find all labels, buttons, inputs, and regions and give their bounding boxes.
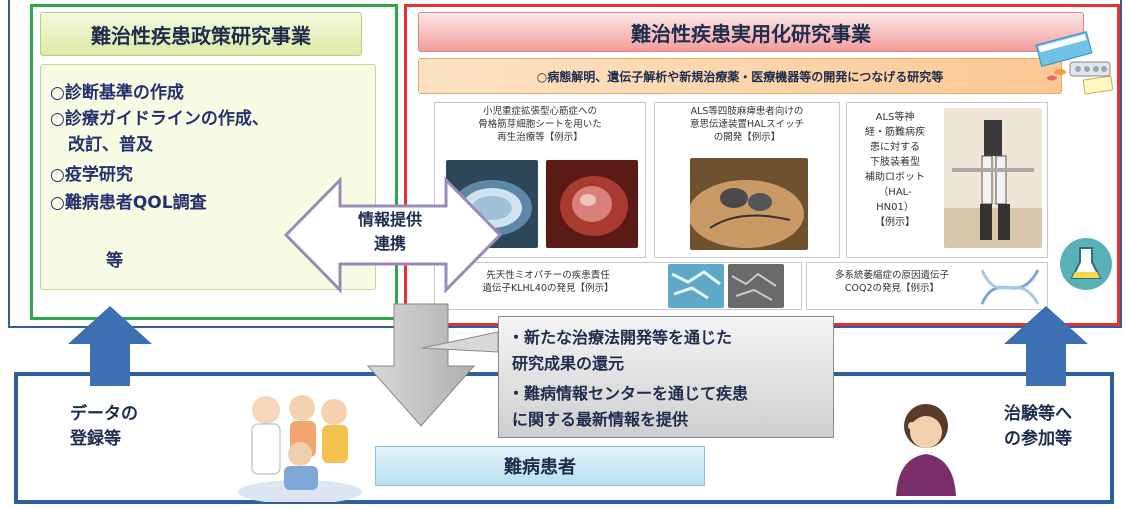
callout-line-2: 研究成果の還元 [512, 354, 625, 373]
example-hal-switch-text: ALS等四肢麻痺患者向けの 意思伝達装置HALスイッチ の開発【例示】 [690, 106, 804, 143]
policy-item-diagnostic-criteria: ○診断基準の作成 [50, 83, 184, 103]
example-coq2-text: 多系統萎縮症の原因遺伝子 COQ2の発見【例示】 [834, 270, 949, 294]
research-return-callout [498, 316, 834, 438]
practical-research-title: 難治性疾患実用化研究事業 [418, 12, 1084, 52]
policy-item-guidelines: ○診療ガイドラインの作成、 [50, 109, 269, 129]
callout-pointer [421, 331, 499, 353]
flask-icon [1060, 238, 1112, 290]
callout-line-1: ・新たな治療法開発等を通じた [508, 328, 733, 347]
patients-label: 難病患者 [375, 446, 705, 486]
muscle-tissue-image-2 [728, 264, 784, 308]
policy-research-title: 難治性疾患政策研究事業 [40, 12, 362, 56]
family-illustration [238, 395, 362, 502]
example-coq2-card [806, 262, 1048, 310]
hal-switch-photo [690, 158, 808, 250]
example-cardiomyopathy-text: 小児重症拡張型心筋症への 骨格筋芽細胞シートを用いた 再生治療等【例示】 [478, 106, 602, 143]
info-sharing-arrow [283, 176, 503, 294]
surgery-photo [546, 160, 638, 248]
robot-suit-photo [944, 108, 1042, 248]
callout-line-3: ・難病情報センターを通じて疾患 [508, 384, 749, 403]
policy-item-etc: 等 [106, 251, 123, 271]
dna-illustration [980, 269, 1040, 305]
medicine-illustration [1035, 31, 1114, 95]
info-sharing-label: 情報提供 連携 [357, 210, 422, 253]
callout-line-4: に関する最新情報を提供 [512, 410, 689, 429]
trial-participation-label: 治験等へ の参加等 [1004, 404, 1072, 449]
policy-item-epidemiology: ○疫学研究 [50, 165, 133, 185]
data-registration-arrow [68, 306, 152, 386]
policy-item-qol-survey: ○難病患者QOL調査 [50, 193, 207, 213]
research-return-arrow [366, 303, 476, 427]
example-robot-text: ALS等神 経・筋難病疾 患に対する 下肢装着型 補助ロボット （HAL- HN… [865, 112, 925, 228]
trial-participation-arrow [1004, 306, 1088, 386]
practical-research-subtitle: ○病態解明、遺伝子解析や新規治療薬・医療機器等の開発につなげる研究等 [418, 58, 1062, 94]
patient-headache-illustration [896, 404, 956, 496]
policy-item-guidelines-cont: 改訂、普及 [68, 135, 153, 155]
muscle-tissue-image-1 [668, 264, 724, 308]
example-klhl40-text: 先天性ミオパチーの疾患責任 遺伝子KLHL40の発見【例示】 [482, 270, 614, 294]
data-registration-label: データの 登録等 [70, 404, 138, 449]
